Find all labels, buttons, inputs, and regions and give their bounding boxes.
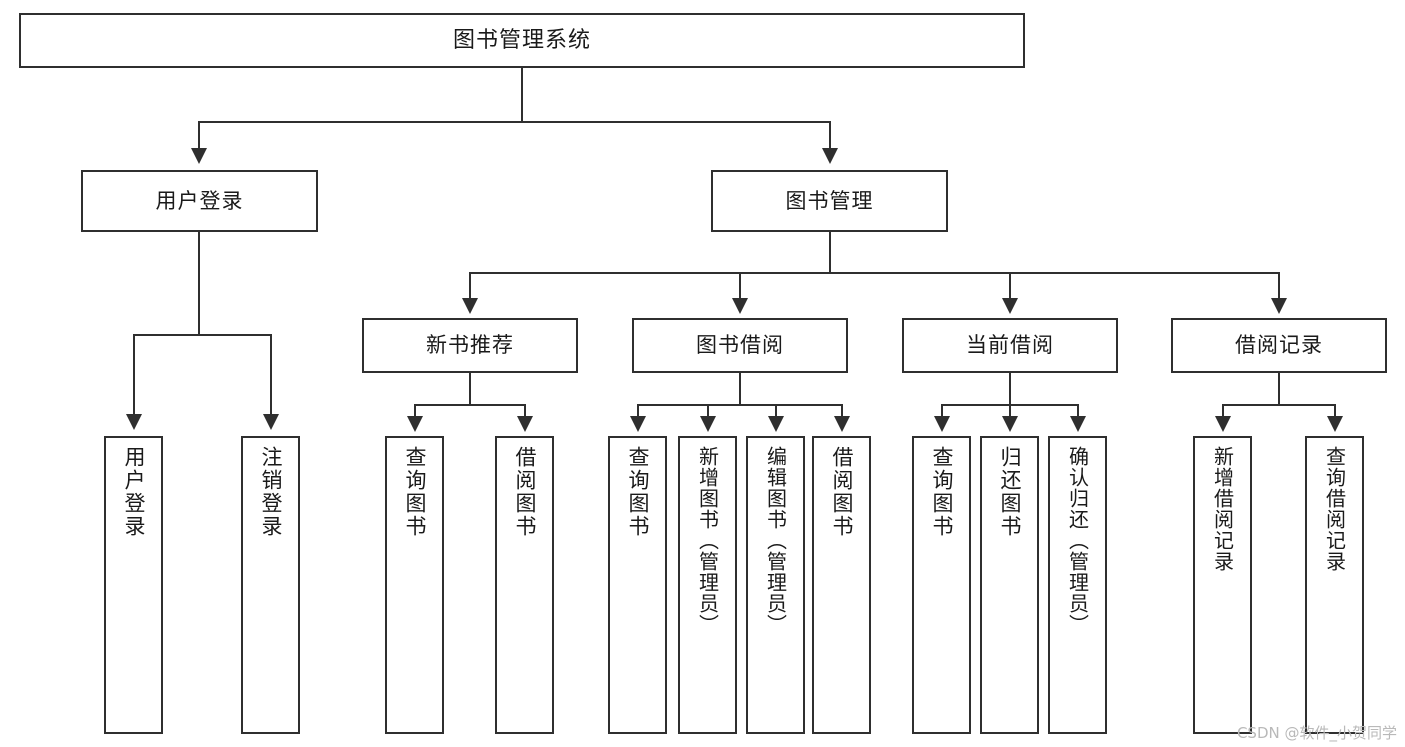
node-leaf-query-book-1[interactable]: 查询图书 bbox=[385, 436, 444, 734]
node-root-system[interactable]: 图书管理系统 bbox=[19, 13, 1025, 68]
connector-current-borrow-drop-1 bbox=[941, 404, 943, 418]
arrowhead-leaf-add-record bbox=[1215, 416, 1231, 432]
node-leaf-query-record[interactable]: 查询借阅记录 bbox=[1305, 436, 1364, 734]
node-label: 用户登录 bbox=[122, 446, 146, 538]
connector-book-manage-drop-1 bbox=[469, 272, 471, 302]
connector-borrow-record-drop-1 bbox=[1222, 404, 1224, 418]
csdn-watermark: CSDN @软件_小贺同学 bbox=[1236, 724, 1397, 742]
arrowhead-current-borrow bbox=[1002, 298, 1018, 314]
connector-user-login-drop-1 bbox=[133, 334, 135, 416]
node-leaf-logout[interactable]: 注销登录 bbox=[241, 436, 300, 734]
node-leaf-user-login[interactable]: 用户登录 bbox=[104, 436, 163, 734]
node-label: 查询借阅记录 bbox=[1322, 446, 1347, 572]
node-book-manage[interactable]: 图书管理 bbox=[711, 170, 948, 232]
connector-borrow-record-drop-2 bbox=[1334, 404, 1336, 418]
node-label: 新增借阅记录 bbox=[1210, 446, 1235, 572]
node-label: 查询图书 bbox=[930, 446, 954, 538]
connector-user-login-drop-2 bbox=[270, 334, 272, 416]
node-label: 借阅图书 bbox=[830, 446, 854, 538]
arrowhead-to-book-manage bbox=[822, 148, 838, 164]
connector-root-to-book-manage bbox=[829, 121, 831, 151]
node-leaf-query-book-3[interactable]: 查询图书 bbox=[912, 436, 971, 734]
node-label: 查询图书 bbox=[403, 446, 427, 538]
connector-current-borrow-drop-3 bbox=[1077, 404, 1079, 418]
connector-new-book-rec-drop-2 bbox=[524, 404, 526, 418]
arrowhead-leaf-add-book bbox=[700, 416, 716, 432]
connector-borrow-record-bus bbox=[1222, 404, 1335, 406]
connector-book-manage-bus bbox=[469, 272, 1280, 274]
node-label: 借阅记录 bbox=[1235, 333, 1323, 358]
node-label: 注销登录 bbox=[259, 446, 283, 538]
node-borrow-record[interactable]: 借阅记录 bbox=[1171, 318, 1387, 373]
node-label: 查询图书 bbox=[626, 446, 650, 538]
connector-new-book-rec-bus bbox=[414, 404, 526, 406]
node-new-book-rec[interactable]: 新书推荐 bbox=[362, 318, 578, 373]
connector-new-book-rec-stem bbox=[469, 373, 471, 405]
arrowhead-leaf-edit-book bbox=[768, 416, 784, 432]
arrowhead-leaf-return-book bbox=[1002, 416, 1018, 432]
node-label: 图书管理 bbox=[785, 188, 874, 213]
arrowhead-book-borrow bbox=[732, 298, 748, 314]
connector-book-manage-drop-4 bbox=[1278, 272, 1280, 302]
node-label: 新书推荐 bbox=[426, 333, 514, 358]
connector-current-borrow-stem bbox=[1009, 373, 1011, 405]
node-leaf-confirm-return[interactable]: 确认归还（管理员） bbox=[1048, 436, 1107, 734]
node-leaf-add-book[interactable]: 新增图书（管理员） bbox=[678, 436, 737, 734]
node-user-login[interactable]: 用户登录 bbox=[81, 170, 318, 232]
arrowhead-leaf-query-book-3 bbox=[934, 416, 950, 432]
arrowhead-leaf-borrow-book-2 bbox=[834, 416, 850, 432]
connector-user-login-stem bbox=[198, 232, 200, 335]
connector-new-book-rec-drop-1 bbox=[414, 404, 416, 418]
connector-book-borrow-drop-3 bbox=[775, 404, 777, 418]
arrowhead-to-user-login bbox=[191, 148, 207, 164]
arrowhead-leaf-user-login bbox=[126, 414, 142, 430]
node-current-borrow[interactable]: 当前借阅 bbox=[902, 318, 1118, 373]
node-label: 图书管理系统 bbox=[452, 27, 591, 53]
node-label: 新增图书（管理员） bbox=[695, 446, 720, 635]
node-leaf-return-book[interactable]: 归还图书 bbox=[980, 436, 1039, 734]
node-leaf-borrow-book-2[interactable]: 借阅图书 bbox=[812, 436, 871, 734]
connector-book-manage-drop-3 bbox=[1009, 272, 1011, 302]
arrowhead-leaf-logout bbox=[263, 414, 279, 430]
node-label: 当前借阅 bbox=[966, 333, 1054, 358]
node-label: 借阅图书 bbox=[513, 446, 537, 538]
arrowhead-new-book-rec bbox=[462, 298, 478, 314]
node-label: 编辑图书（管理员） bbox=[763, 446, 788, 635]
node-leaf-add-record[interactable]: 新增借阅记录 bbox=[1193, 436, 1252, 734]
arrowhead-leaf-query-record bbox=[1327, 416, 1343, 432]
connector-book-borrow-drop-1 bbox=[637, 404, 639, 418]
node-leaf-edit-book[interactable]: 编辑图书（管理员） bbox=[746, 436, 805, 734]
node-leaf-query-book-2[interactable]: 查询图书 bbox=[608, 436, 667, 734]
node-label: 图书借阅 bbox=[696, 333, 784, 358]
connector-root-to-user-login bbox=[198, 121, 200, 151]
arrowhead-leaf-query-book-2 bbox=[630, 416, 646, 432]
connector-user-login-bus bbox=[133, 334, 272, 336]
node-leaf-borrow-book-1[interactable]: 借阅图书 bbox=[495, 436, 554, 734]
connector-book-borrow-bus bbox=[637, 404, 842, 406]
connector-root-stem bbox=[521, 68, 523, 122]
connector-book-borrow-drop-2 bbox=[707, 404, 709, 418]
node-label: 用户登录 bbox=[155, 188, 244, 213]
arrowhead-leaf-query-book-1 bbox=[407, 416, 423, 432]
arrowhead-leaf-borrow-book-1 bbox=[517, 416, 533, 432]
node-book-borrow[interactable]: 图书借阅 bbox=[632, 318, 848, 373]
connector-book-manage-stem bbox=[829, 232, 831, 273]
node-label: 确认归还（管理员） bbox=[1065, 446, 1090, 635]
node-label: 归还图书 bbox=[998, 446, 1022, 538]
connector-root-bus bbox=[198, 121, 831, 123]
connector-book-borrow-drop-4 bbox=[841, 404, 843, 418]
arrowhead-leaf-confirm-return bbox=[1070, 416, 1086, 432]
connector-borrow-record-stem bbox=[1278, 373, 1280, 405]
connector-book-borrow-stem bbox=[739, 373, 741, 405]
connector-book-manage-drop-2 bbox=[739, 272, 741, 302]
connector-current-borrow-drop-2 bbox=[1009, 404, 1011, 418]
arrowhead-borrow-record bbox=[1271, 298, 1287, 314]
